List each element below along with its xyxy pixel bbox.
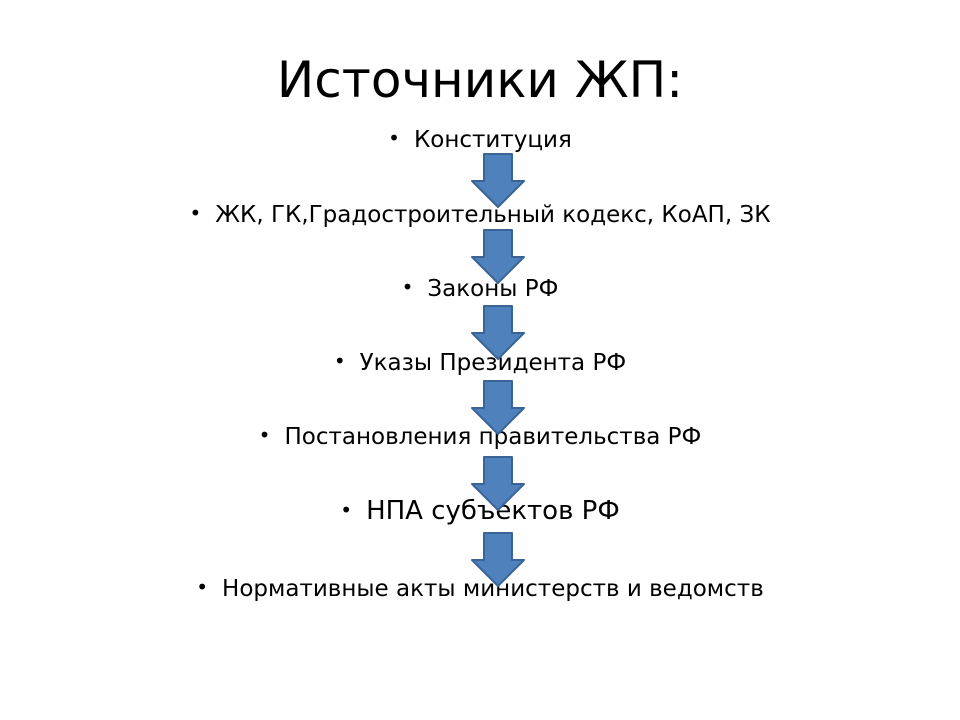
bullet-icon: • <box>333 349 346 373</box>
bullet-icon: • <box>196 575 209 599</box>
bullet-icon: • <box>401 275 414 299</box>
down-arrow-icon <box>470 305 526 361</box>
bullet-icon: • <box>189 201 202 225</box>
item-text: ЖК, ГК,Градостроительный кодекс, КоАП, З… <box>215 202 771 228</box>
down-arrow-icon <box>470 532 526 588</box>
down-arrow-icon <box>470 153 526 209</box>
list-item: • ЖК, ГК,Градостроительный кодекс, КоАП, … <box>0 198 960 230</box>
down-arrow-icon <box>470 456 526 512</box>
item-text: Конституция <box>413 127 572 153</box>
item-text: Законы РФ <box>427 276 559 302</box>
list-item: • Конституция <box>0 123 960 155</box>
bullet-icon: • <box>258 423 271 447</box>
bullet-icon: • <box>340 498 353 522</box>
down-arrow-icon <box>470 380 526 436</box>
down-arrow-icon <box>470 229 526 285</box>
slide-title: Источники ЖП: <box>276 51 684 109</box>
bullet-icon: • <box>388 126 400 150</box>
list-item: • Законы РФ <box>0 272 960 304</box>
